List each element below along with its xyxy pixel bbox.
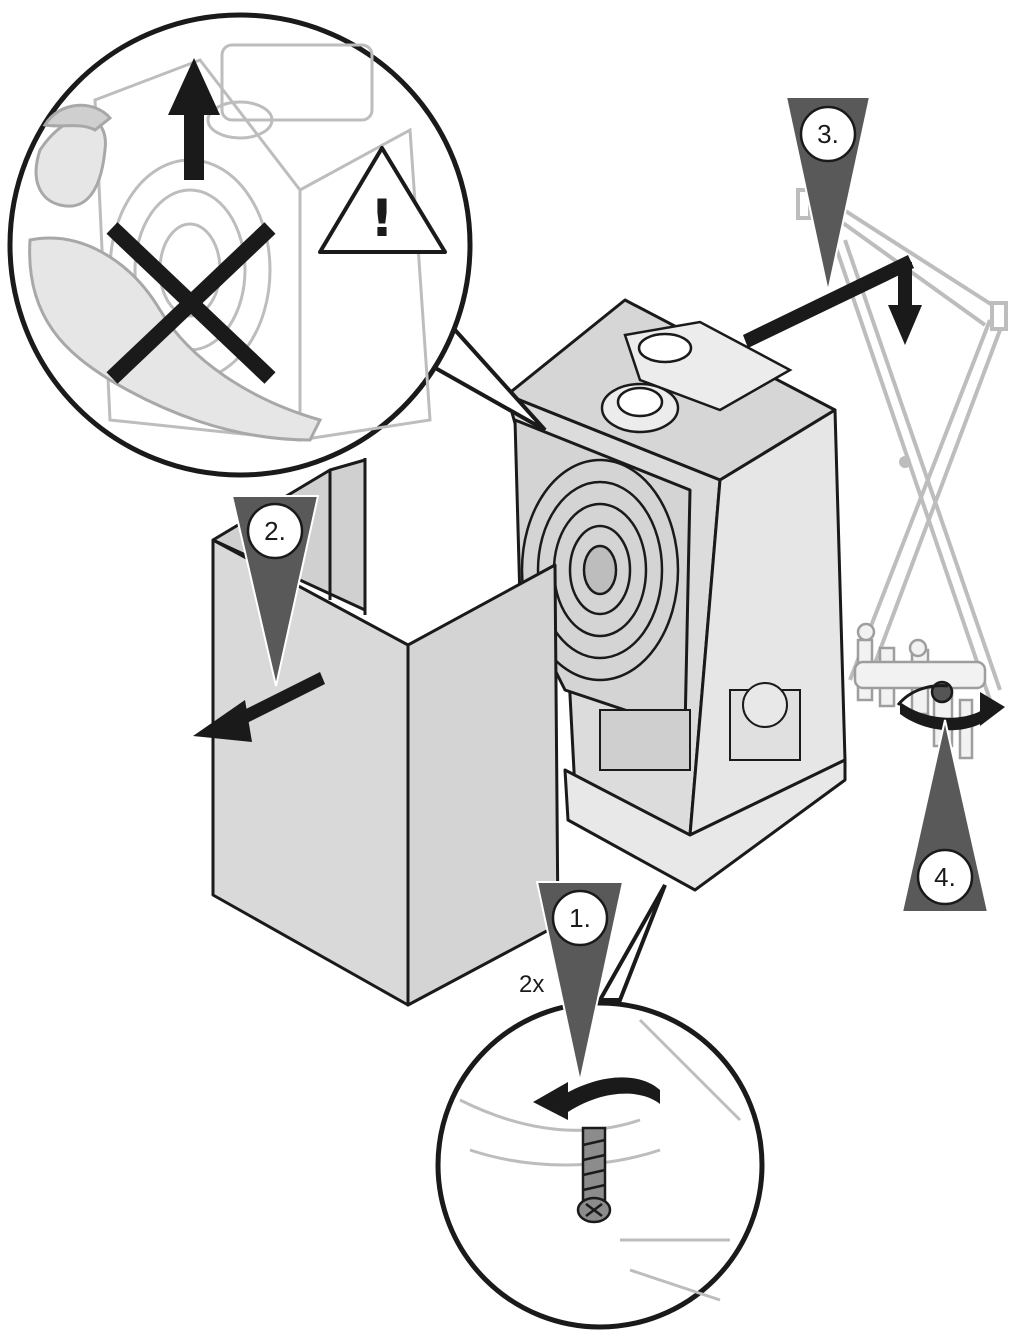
- step-marker-2: 2.: [230, 495, 320, 687]
- step-marker-1: 1.: [535, 881, 625, 1083]
- step-label-1: 1.: [569, 903, 591, 933]
- quantity-label: 2x: [519, 971, 544, 998]
- rotate-cw-arrow-icon: [896, 684, 1005, 731]
- step-label-2: 2.: [264, 516, 286, 546]
- wall-mounting-frame: [796, 183, 1008, 701]
- pull-arrow-icon: [193, 672, 325, 742]
- rotate-ccw-arrow-icon: [533, 1077, 660, 1120]
- step-marker-4: 4.: [900, 719, 990, 913]
- step-marker-3: 3.: [784, 96, 872, 293]
- lift-bar-arrow-icon: [743, 255, 922, 348]
- technician-figure: [28, 103, 323, 442]
- warning-symbol: !: [370, 189, 394, 249]
- screw: [576, 1126, 612, 1224]
- pipe-connections: [853, 622, 987, 760]
- step-label-4: 4.: [934, 862, 956, 892]
- boiler-internals: [599, 682, 801, 771]
- detail-callout-top: !: [7, 12, 547, 478]
- step-label-3: 3.: [817, 119, 839, 149]
- cross-x-icon: [106, 222, 276, 384]
- warning-triangle-icon: !: [318, 146, 447, 254]
- arrow-up-icon: [168, 58, 220, 180]
- flue-connection: [600, 320, 793, 434]
- detail-callout-bottom: [435, 884, 765, 1330]
- front-casing-panel: [211, 458, 560, 1007]
